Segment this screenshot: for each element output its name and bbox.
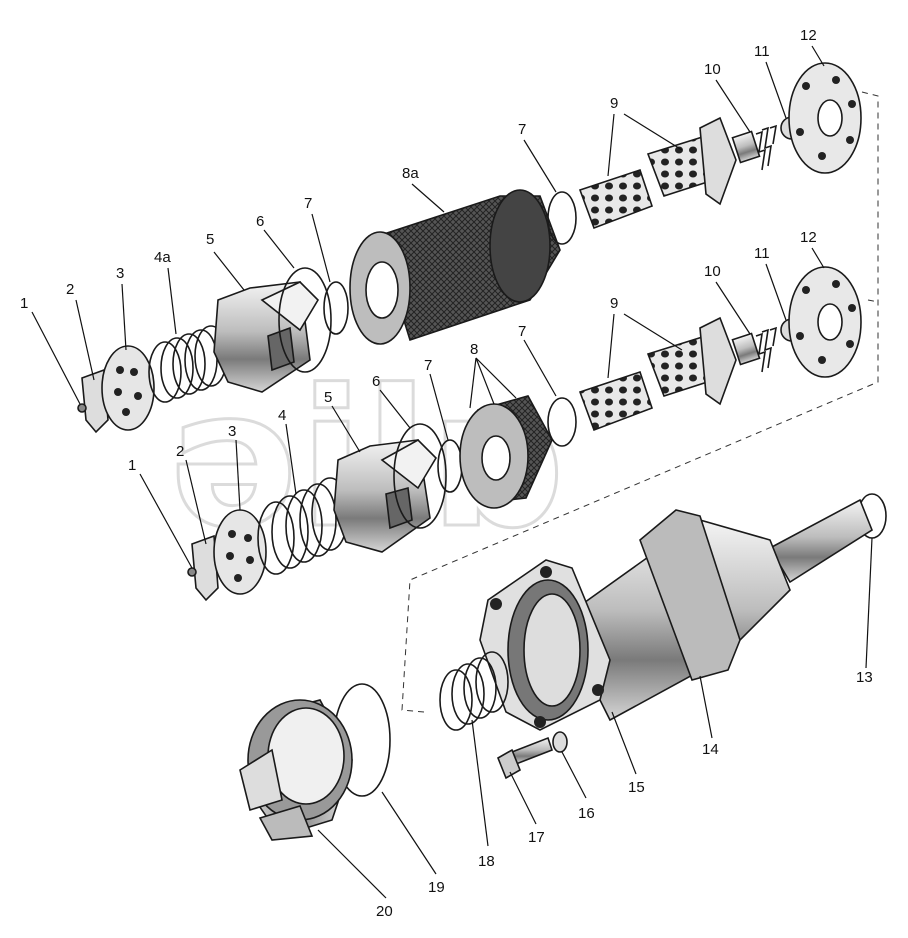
label-19: 19: [428, 879, 445, 896]
label-14: 14: [702, 741, 719, 758]
label-2: 2: [66, 281, 74, 298]
label-7: 7: [304, 195, 312, 212]
washer-plate-part-3: [101, 345, 155, 431]
label-10: 10: [704, 263, 721, 280]
flange-part-12a: [788, 62, 862, 174]
label-5: 5: [324, 389, 332, 406]
bolt-part-17: [496, 736, 553, 780]
spring-part-18: [439, 651, 509, 731]
flange-part-12b: [788, 266, 862, 378]
small-ring-part-7d: [547, 397, 577, 447]
label-16: 16: [578, 805, 595, 822]
label-5: 5: [206, 231, 214, 248]
label-3: 3: [228, 423, 236, 440]
cone-housing-part-5: [213, 281, 320, 393]
label-8a: 8a: [402, 165, 419, 182]
washer-part-16: [552, 731, 568, 753]
small-ring-part-7a: [323, 281, 349, 335]
shaft-spring-part-10: [731, 124, 778, 171]
label-18: 18: [478, 853, 495, 870]
label-13: 13: [856, 669, 873, 686]
label-3: 3: [116, 265, 124, 282]
housing-flange-part-15: [479, 559, 611, 731]
label-20: 20: [376, 903, 393, 920]
washer-plate-part-3-lower: [213, 509, 267, 595]
seal-ring-part-6-lower: [393, 423, 447, 529]
label-10: 10: [704, 61, 721, 78]
label-11: 11: [754, 43, 770, 60]
guide-lines: [401, 91, 879, 713]
label-6: 6: [372, 373, 380, 390]
filter-element-part-8a: [349, 189, 561, 345]
small-ring-part-7b: [547, 191, 577, 245]
filter-housing-body: [558, 498, 873, 722]
label-12: 12: [800, 229, 817, 246]
leader-lines: [31, 45, 873, 899]
label-9: 9: [610, 295, 618, 312]
label-17: 17: [528, 829, 545, 846]
shaft-spring-part-10-lower: [731, 326, 778, 373]
label-1: 1: [128, 457, 136, 474]
perforated-tubes-part-9-lower: [578, 316, 737, 432]
upper-assembly: [77, 62, 862, 434]
label-9: 9: [610, 95, 618, 112]
spring-part-4a: [148, 325, 228, 403]
label-4: 4: [278, 407, 286, 424]
label-1: 1: [20, 295, 28, 312]
lower-assembly: [239, 493, 887, 841]
seal-ring-part-6: [278, 267, 332, 373]
label-7: 7: [424, 357, 432, 374]
label-8: 8: [470, 341, 478, 358]
perforated-tubes-part-9: [578, 116, 737, 230]
label-7: 7: [518, 121, 526, 138]
middle-assembly: [187, 266, 862, 602]
label-12: 12: [800, 27, 817, 44]
label-6: 6: [256, 213, 264, 230]
label-4a: 4a: [154, 249, 171, 266]
label-11: 11: [754, 245, 770, 262]
label-2: 2: [176, 443, 184, 460]
callout-labels: 1 2 3 4a 5 6 7 8a 7 9 10 11 12 2 3 4 5 6…: [20, 27, 873, 920]
gasket-part-14: [639, 509, 741, 681]
label-7: 7: [518, 323, 526, 340]
filter-discs-part-8: [459, 395, 553, 509]
cap-part-20: [239, 699, 353, 841]
label-15: 15: [628, 779, 645, 796]
